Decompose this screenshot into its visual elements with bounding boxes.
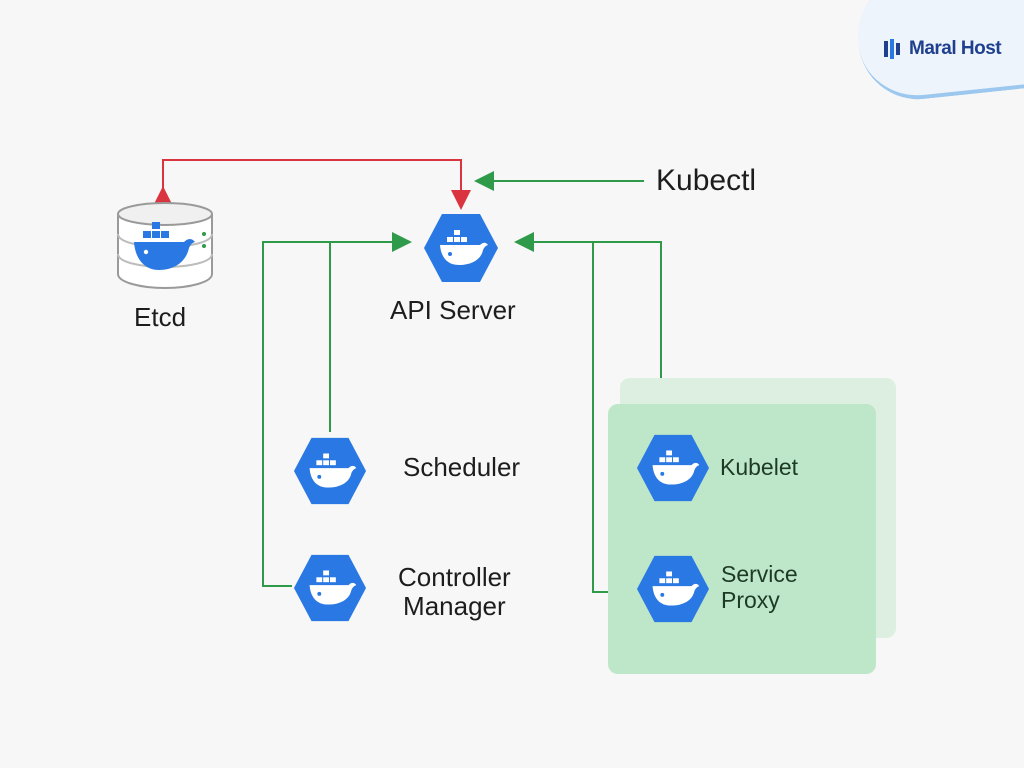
etcd-api-link — [153, 159, 471, 210]
docker-whale-icon — [636, 434, 710, 502]
proxy-link — [592, 242, 608, 593]
controller-manager-icon[interactable] — [293, 551, 367, 625]
kubelet-link — [514, 232, 662, 378]
etcd-label: Etcd — [134, 302, 187, 332]
service-proxy-label: Service Proxy — [721, 561, 798, 614]
maral-host-icon — [884, 39, 900, 59]
controller-manager-label: Controller Manager — [398, 562, 511, 622]
service-proxy-label-line1: Service — [721, 561, 798, 587]
brand-name: Maral Host — [909, 38, 1002, 59]
etcd-icon[interactable] — [112, 200, 218, 290]
kubelet-icon[interactable] — [636, 431, 710, 505]
kubelet-label: Kubelet — [720, 454, 799, 480]
kubectl-label: Kubectl — [656, 164, 757, 197]
api-server-label: API Server — [390, 295, 516, 325]
service-proxy-icon[interactable] — [636, 552, 710, 626]
controller-link — [262, 241, 330, 587]
database-whale-icon — [117, 202, 213, 290]
controller-manager-label-line2: Manager — [403, 591, 506, 622]
docker-whale-icon — [293, 437, 367, 505]
scheduler-icon[interactable] — [293, 434, 367, 508]
docker-whale-icon — [424, 214, 498, 282]
controller-manager-label-line1: Controller — [398, 562, 511, 592]
scheduler-label: Scheduler — [403, 452, 521, 482]
docker-whale-icon — [293, 554, 367, 622]
api-server-icon[interactable] — [423, 210, 499, 286]
brand-logo[interactable]: Maral Host — [882, 36, 1002, 62]
scheduler-link — [329, 232, 412, 432]
service-proxy-label-line2: Proxy — [721, 586, 780, 613]
docker-whale-icon — [636, 555, 710, 623]
